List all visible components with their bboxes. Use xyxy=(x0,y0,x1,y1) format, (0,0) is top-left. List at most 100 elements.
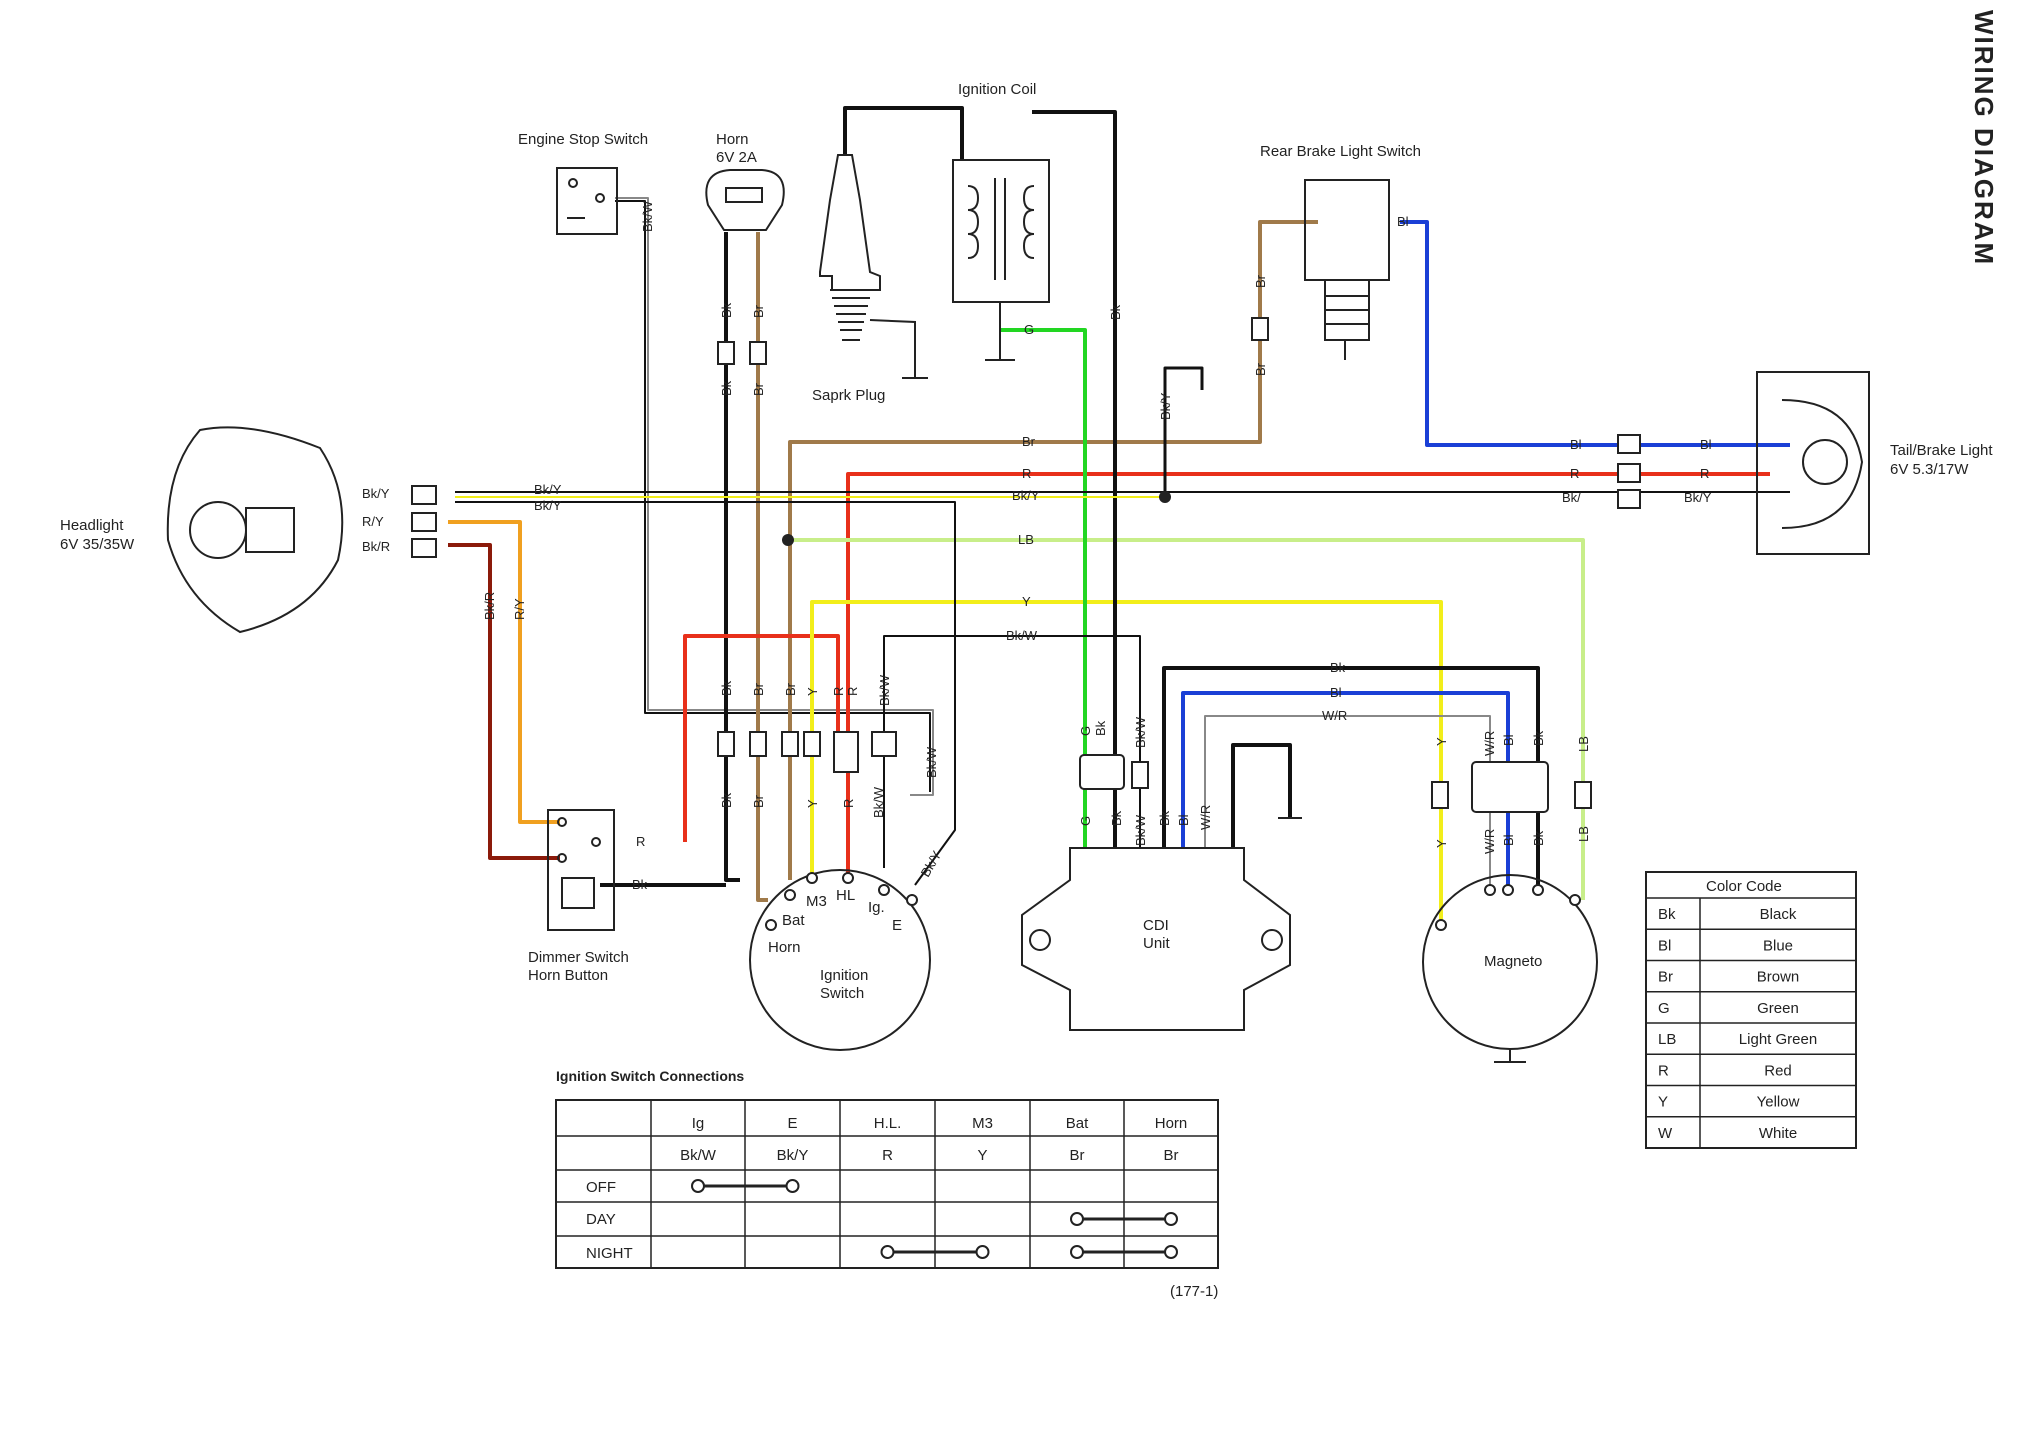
wire-bk-w-engine-stop-core xyxy=(615,200,931,792)
label-tail-brake-rating: 6V 5.3/17W xyxy=(1890,461,1969,478)
wl-bl-cdi: Bl xyxy=(1330,685,1342,700)
wl-r-ign-2: R xyxy=(845,687,860,696)
label-engine-stop-switch: Engine Stop Switch xyxy=(518,131,648,148)
connector-tail-bl xyxy=(1617,434,1641,454)
ignition-table-contact xyxy=(1164,1245,1178,1259)
terminal-bat xyxy=(784,889,796,901)
junction-br-lb xyxy=(782,534,794,546)
tail-light-housing xyxy=(1756,371,1870,555)
color-code-name: Brown xyxy=(1757,969,1800,986)
wl-br-ign-low: Br xyxy=(751,794,766,808)
wl-lb-main: LB xyxy=(1018,532,1034,547)
wire-bk-horn xyxy=(724,232,740,882)
ignition-table-terminal: E xyxy=(787,1115,797,1132)
horn-button xyxy=(561,877,595,909)
wl-bl-cdi-low: Bl xyxy=(1176,814,1191,826)
wire-bk-y-bus-3 xyxy=(455,501,956,886)
connector-ign-y xyxy=(803,731,821,757)
connectors xyxy=(411,317,1641,813)
wl-br-brake: Br xyxy=(1253,274,1268,288)
connector-ign-bkw xyxy=(871,731,897,757)
wl-bk-w-stop: Bk/W xyxy=(640,200,655,232)
wl-bk-tail: Bk/ xyxy=(1562,490,1581,505)
wl-br-ign-2: Br xyxy=(783,682,798,696)
color-code-name: Red xyxy=(1764,1062,1792,1079)
label-cdi-1: CDI xyxy=(1143,917,1169,934)
wl-bk-w-ign-v2: Bk/W xyxy=(924,746,939,778)
label-terminal-hl: HL xyxy=(836,887,855,904)
wl-bk-w-ign-low: Bk/W xyxy=(871,786,886,818)
wl-bk-r-head: Bk/R xyxy=(362,539,390,554)
wl-y-mag-low: Y xyxy=(1434,839,1449,848)
ignition-table-contact xyxy=(785,1179,800,1193)
wl-br-horn-2: Br xyxy=(751,382,766,396)
junction-bk-y-earth xyxy=(1159,491,1171,503)
label-tail-brake-light: Tail/Brake Light xyxy=(1890,442,1993,459)
label-ignition-switch-2: Switch xyxy=(820,985,864,1002)
terminal-e xyxy=(906,894,918,906)
wl-bk-y-main-2: Bk/Y xyxy=(534,498,562,513)
color-code-abbrev: Bl xyxy=(1658,937,1671,954)
engine-stop-contact-1 xyxy=(568,178,578,188)
wl-bk-mag: Bk xyxy=(1531,730,1546,746)
ignition-table-wire: Br xyxy=(1070,1147,1085,1164)
wire-bk-coil-plug xyxy=(843,106,964,160)
wl-bk-cdi: Bk xyxy=(1330,660,1346,675)
rear-brake-switch-spring xyxy=(1325,295,1369,360)
components xyxy=(166,154,1870,1063)
wl-bk-coil: Bk xyxy=(1108,304,1123,320)
engine-stop-contact-2 xyxy=(595,193,605,203)
wl-r-y-vert: R/Y xyxy=(512,598,527,620)
wire-bk-w-ign-cdi xyxy=(883,635,1141,868)
label-headlight: Headlight xyxy=(60,517,124,534)
ignition-table-terminal: Horn xyxy=(1155,1115,1188,1132)
ignition-table-contact xyxy=(1070,1245,1084,1259)
ignition-table-contact xyxy=(1164,1212,1178,1226)
wire-r-main xyxy=(846,472,1770,880)
wl-wr-mag-low: W/R xyxy=(1482,829,1497,854)
wl-bl-tail-2: Bl xyxy=(1700,437,1712,452)
color-code-abbrev: R xyxy=(1658,1062,1669,1079)
label-rear-brake-light-switch: Rear Brake Light Switch xyxy=(1260,143,1421,160)
connector-ign-bk xyxy=(717,731,735,757)
wire-r-y-headlight xyxy=(448,520,560,824)
spark-plug-thread xyxy=(830,289,872,341)
wl-y-main: Y xyxy=(1022,594,1031,609)
wl-bk-cdi-top: Bk xyxy=(1093,720,1108,736)
label-terminal-m3: M3 xyxy=(806,893,827,910)
color-code-border xyxy=(1645,871,1857,1149)
wl-y-mag: Y xyxy=(1434,737,1449,746)
ignition-table-position: NIGHT xyxy=(586,1245,633,1262)
ignition-table-contact xyxy=(880,1245,895,1259)
wire-y-main xyxy=(810,600,1443,925)
color-code-name: Light Green xyxy=(1739,1031,1817,1048)
color-code-abbrev: Br xyxy=(1658,969,1673,986)
headlight-shell xyxy=(166,426,344,634)
wire-bk-coil-cdi xyxy=(1032,110,1117,848)
terminal-hl xyxy=(842,872,854,884)
ignition-table-title: Ignition Switch Connections xyxy=(556,1068,744,1084)
dimmer-contact-2 xyxy=(557,853,567,863)
wire-br-main xyxy=(788,220,1318,880)
color-code-abbrev: Bk xyxy=(1658,906,1676,923)
label-terminal-e: E xyxy=(892,917,902,934)
wl-bk-y-tail: Bk/Y xyxy=(1684,490,1712,505)
connector-head-ry xyxy=(411,512,437,532)
headlight-socket xyxy=(245,507,295,553)
color-code-name: Blue xyxy=(1763,937,1793,954)
terminal-m3 xyxy=(806,872,818,884)
wl-br-horn: Br xyxy=(751,304,766,318)
terminal-mag-bk xyxy=(1532,884,1544,896)
terminal-mag-lb xyxy=(1569,894,1581,906)
wl-br-ign: Br xyxy=(751,682,766,696)
tail-light-bulb xyxy=(1802,439,1848,485)
connector-horn-bk xyxy=(717,341,735,365)
wl-r-tail-2: R xyxy=(1700,466,1709,481)
label-headlight-rating: 6V 35/35W xyxy=(60,536,135,553)
wl-r-ign-low: R xyxy=(841,799,856,808)
wl-bk-ign: Bk xyxy=(719,680,734,696)
connector-mag-multi xyxy=(1471,761,1549,813)
